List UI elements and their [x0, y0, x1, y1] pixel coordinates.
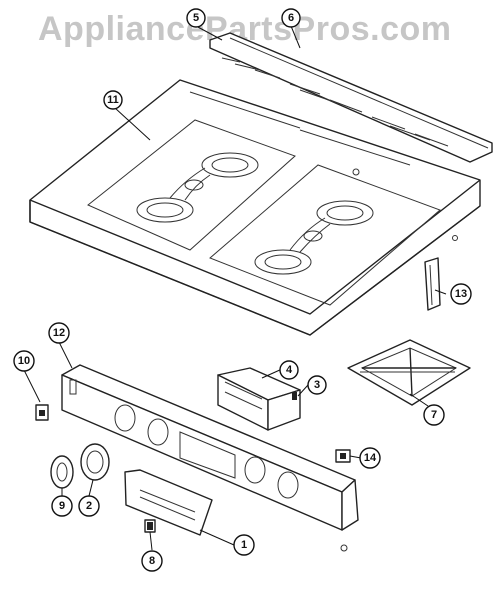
- callout-7-label: 7: [431, 409, 437, 421]
- callout-11-label: 11: [107, 94, 119, 106]
- callout-3: 3: [307, 375, 327, 395]
- callout-13: 13: [450, 283, 472, 305]
- rear-vent-trim: [209, 32, 493, 163]
- callout-1-label: 1: [241, 539, 247, 551]
- side-bracket: [424, 257, 441, 311]
- callout-2: 2: [78, 495, 100, 517]
- terminal-block: [335, 449, 351, 463]
- callout-14-label: 14: [364, 452, 377, 464]
- callout-5-label: 5: [193, 12, 199, 24]
- control-knob: [50, 455, 74, 489]
- callout-10: 10: [13, 350, 35, 372]
- clock-module: [217, 367, 301, 431]
- knob-bezel: [80, 443, 110, 481]
- callout-7: 7: [423, 404, 445, 426]
- callout-12-label: 12: [53, 327, 65, 339]
- callout-1: 1: [233, 534, 255, 556]
- callout-10-label: 10: [18, 355, 30, 367]
- clock-knob: [144, 519, 156, 533]
- callout-9-label: 9: [59, 500, 65, 512]
- callout-14: 14: [359, 447, 381, 469]
- leader-lines: [23, 25, 447, 551]
- clock-overlay: [124, 469, 213, 536]
- screw: [340, 544, 348, 552]
- callout-8: 8: [141, 550, 163, 572]
- callout-5: 5: [186, 8, 206, 28]
- burner-grate: [347, 339, 471, 406]
- control-panel: [61, 364, 359, 531]
- cooktop: [29, 79, 481, 336]
- callout-13-label: 13: [455, 288, 467, 300]
- callout-6-label: 6: [288, 12, 294, 24]
- ignitor-switch: [35, 404, 49, 421]
- callout-9: 9: [51, 495, 73, 517]
- callout-3-label: 3: [314, 379, 320, 391]
- callout-11: 11: [103, 90, 123, 110]
- callout-12: 12: [48, 322, 70, 344]
- callout-4: 4: [279, 360, 299, 380]
- callout-2-label: 2: [86, 500, 92, 512]
- callout-4-label: 4: [286, 364, 293, 376]
- callout-8-label: 8: [149, 555, 155, 567]
- callout-6: 6: [281, 8, 301, 28]
